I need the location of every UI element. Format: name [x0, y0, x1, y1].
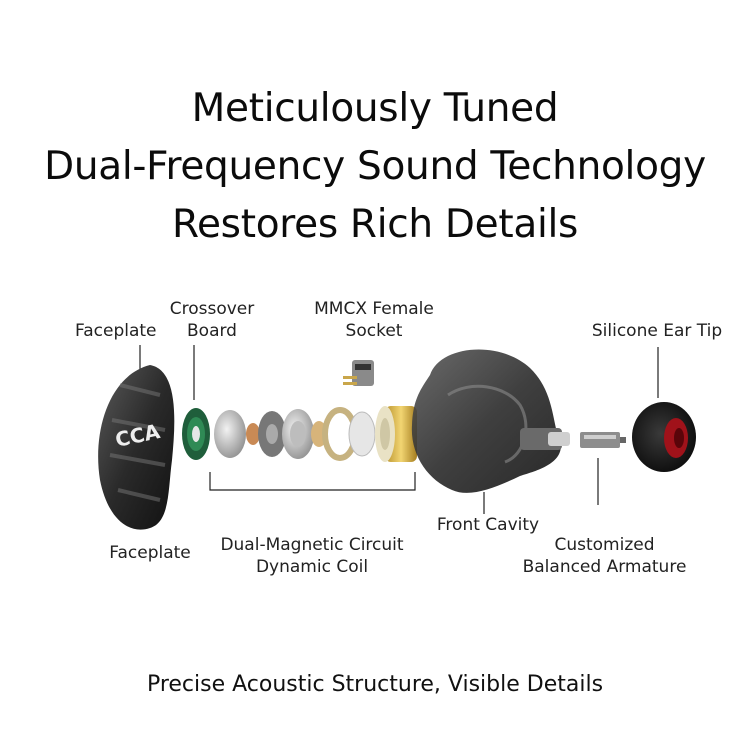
label-faceplate-bottom: Faceplate: [109, 543, 191, 563]
label-crossover-line1: Crossover: [169, 299, 255, 319]
balanced-armature-part: [580, 432, 626, 448]
label-mmcx-socket: MMCX Female Socket: [304, 298, 444, 342]
label-faceplate-top: Faceplate: [75, 321, 157, 341]
gold-driver-housing: [375, 406, 417, 462]
footer-caption: Precise Acoustic Structure, Visible Deta…: [146, 672, 604, 697]
label-crossover-line2: Board: [187, 321, 237, 341]
faceplate-part: CCA: [98, 365, 175, 530]
dynamic-driver-stack: [214, 407, 376, 461]
label-mmcx-line2: Socket: [345, 321, 403, 341]
label-armature-line1: Customized: [554, 535, 655, 555]
crossover-board-part: [182, 408, 210, 460]
headline-line-2: Dual-Frequency Sound Technology: [44, 144, 706, 189]
label-armature-line2: Balanced Armature: [522, 557, 687, 577]
label-dual-magnetic-line2: Dynamic Coil: [255, 557, 369, 577]
label-front-cavity: Front Cavity: [436, 515, 540, 535]
headline-line-1: Meticulously Tuned: [191, 86, 559, 131]
label-silicone-ear-tip: Silicone Ear Tip: [591, 321, 723, 341]
mmcx-socket-part: [343, 360, 374, 386]
label-crossover-board: Crossover Board: [164, 298, 260, 342]
leader-lines: [139, 345, 659, 514]
silicone-ear-tip-part: [632, 402, 696, 472]
label-mmcx-line1: MMCX Female: [314, 299, 434, 319]
headline-line-3: Restores Rich Details: [171, 202, 579, 247]
front-cavity-part: [411, 349, 570, 493]
label-dual-magnetic: Dual-Magnetic Circuit Dynamic Coil: [212, 534, 412, 578]
label-balanced-armature: Customized Balanced Armature: [517, 534, 692, 578]
label-dual-magnetic-line1: Dual-Magnetic Circuit: [220, 535, 404, 555]
